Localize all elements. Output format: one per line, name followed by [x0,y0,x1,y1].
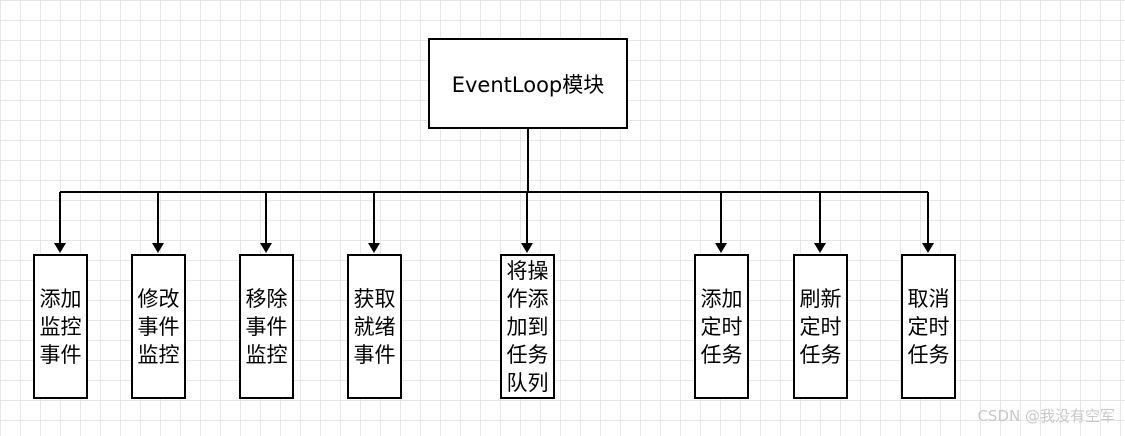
root-node[interactable]: EventLoop模块 [428,38,628,129]
child-node-label: 刷新定时任务 [799,286,842,367]
child-node-get-ready-events[interactable]: 获取就绪事件 [347,254,402,399]
child-node-refresh-timer-task[interactable]: 刷新定时任务 [793,254,848,399]
child-node-label: 添加定时任务 [700,286,743,367]
child-node-add-monitor[interactable]: 添加监控事件 [33,254,88,399]
arrowhead-icon [368,243,380,253]
arrowhead-icon [260,243,272,253]
arrowhead-icon [814,243,826,253]
child-node-label: 取消定时任务 [907,286,950,367]
arrowhead-icon [54,243,66,253]
child-node-cancel-timer-task[interactable]: 取消定时任务 [901,254,956,399]
child-node-label: 修改事件监控 [137,286,180,367]
child-node-label: 移除事件监控 [245,286,288,367]
child-node-add-to-task-queue[interactable]: 将操作添加到任务队列 [500,254,555,399]
child-node-label: 获取就绪事件 [353,286,396,367]
arrowhead-icon [922,243,934,253]
child-node-label: 添加监控事件 [39,286,82,367]
child-node-label: 将操作添加到任务队列 [506,258,549,395]
child-node-add-timer-task[interactable]: 添加定时任务 [694,254,749,399]
arrowhead-icon [521,243,533,253]
child-node-modify-monitor[interactable]: 修改事件监控 [131,254,186,399]
root-node-label: EventLoop模块 [451,72,605,97]
arrowhead-icon [715,243,727,253]
watermark: CSDN @我没有空军 [977,407,1115,425]
child-node-remove-monitor[interactable]: 移除事件监控 [239,254,294,399]
arrowhead-icon [152,243,164,253]
